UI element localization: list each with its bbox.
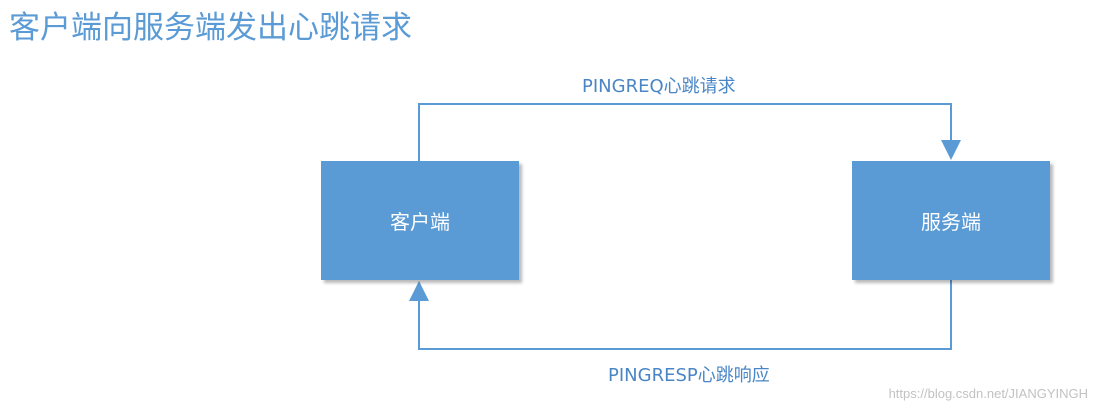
client-node-label: 客户端 bbox=[390, 210, 450, 234]
server-node: 服务端 bbox=[852, 161, 1050, 280]
server-node-label: 服务端 bbox=[921, 210, 981, 234]
watermark: https://blog.csdn.net/JIANGYINGH bbox=[888, 386, 1088, 401]
response-arrowhead bbox=[409, 281, 429, 301]
request-label: PINGREQ心跳请求 bbox=[582, 76, 736, 97]
response-label: PINGRESP心跳响应 bbox=[608, 365, 770, 386]
page-title: 客户端向服务端发出心跳请求 bbox=[9, 10, 412, 46]
response-arrow-line bbox=[418, 280, 952, 350]
client-node: 客户端 bbox=[321, 161, 519, 280]
request-arrow-line bbox=[418, 103, 952, 161]
request-arrowhead bbox=[941, 140, 961, 160]
